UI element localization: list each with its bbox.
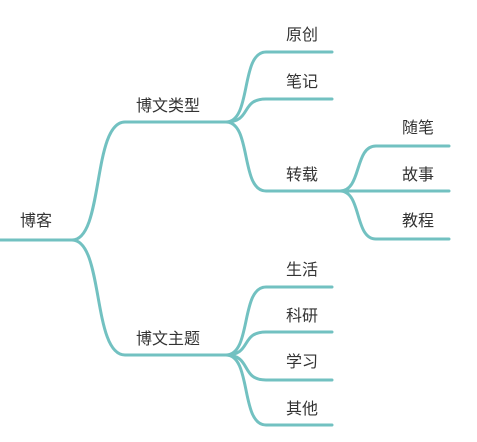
root-node[interactable]: 博客 <box>20 211 53 230</box>
connector-topic-research <box>224 330 334 357</box>
leaf-node-notes[interactable]: 笔记 <box>286 72 319 91</box>
connector-root-type <box>70 120 228 242</box>
connector-root-topic <box>70 238 228 357</box>
connector-topic-life <box>224 285 334 357</box>
leaf-node-original[interactable]: 原创 <box>286 25 319 44</box>
leaf-node-other[interactable]: 其他 <box>286 399 319 418</box>
leaf-node-essay[interactable]: 随笔 <box>402 118 435 137</box>
connector-repost-tutorial <box>338 189 451 241</box>
connector-repost-essay <box>338 144 451 193</box>
connector-topic-other <box>224 353 334 427</box>
connector-type-notes <box>224 97 334 124</box>
connector-type-repost <box>224 120 342 193</box>
leaf-node-story[interactable]: 故事 <box>402 165 435 184</box>
connector-type-original <box>224 50 334 124</box>
leaf-node-study[interactable]: 学习 <box>286 352 319 371</box>
leaf-node-research[interactable]: 科研 <box>286 306 319 325</box>
branch-node-type[interactable]: 博文类型 <box>136 96 201 115</box>
branch-node-topic[interactable]: 博文主题 <box>136 329 201 348</box>
leaf-node-tutorial[interactable]: 教程 <box>402 211 435 230</box>
node-repost[interactable]: 转载 <box>286 165 319 184</box>
leaf-node-life[interactable]: 生活 <box>286 260 319 279</box>
